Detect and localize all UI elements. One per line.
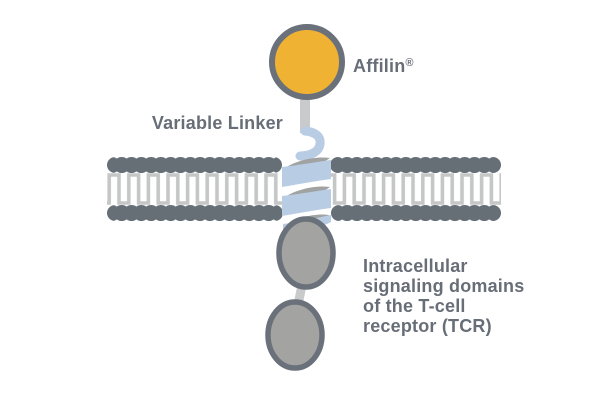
signaling-domain-1 [276, 216, 336, 290]
intracellular-line-4: receptor (TCR) [363, 316, 492, 336]
helix-front-band-1 [282, 160, 331, 187]
helix-top-hook [295, 126, 325, 161]
intracellular-line-1: Intracellular [363, 256, 468, 276]
membrane-outer-leaflet-right [330, 157, 501, 173]
lipid-tails-left [107, 171, 282, 207]
membrane-outer-leaflet-left [107, 157, 282, 173]
lipid-tails-right [330, 171, 501, 207]
intracellular-label: Intracellular signaling domains of the T… [363, 256, 524, 336]
signaling-domain-2 [265, 299, 325, 371]
membrane-inner-leaflet-left [107, 205, 283, 221]
variable-linker-stem [300, 96, 310, 133]
affilin-sphere [269, 24, 345, 100]
affilin-label: Affilin® [353, 56, 414, 76]
affilin-label-text: Affilin [353, 56, 405, 76]
variable-linker-label: Variable Linker [152, 113, 283, 133]
intracellular-line-3: of the T-cell [363, 296, 466, 316]
membrane-inner-leaflet-right [331, 205, 501, 221]
intracellular-line-2: signaling domains [363, 276, 524, 296]
registered-mark: ® [405, 57, 413, 69]
helix-front-band-2 [282, 189, 331, 216]
